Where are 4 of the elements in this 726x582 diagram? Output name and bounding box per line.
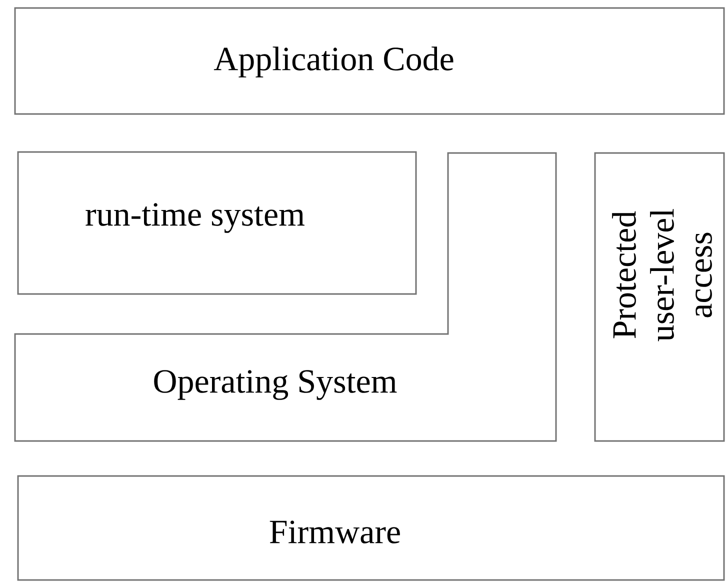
layer-box: Protected user-level access — [594, 152, 725, 442]
layer-box: run-time system — [17, 151, 417, 295]
layer-box: Application Code — [14, 7, 725, 115]
layer-box: Firmware — [17, 475, 725, 581]
